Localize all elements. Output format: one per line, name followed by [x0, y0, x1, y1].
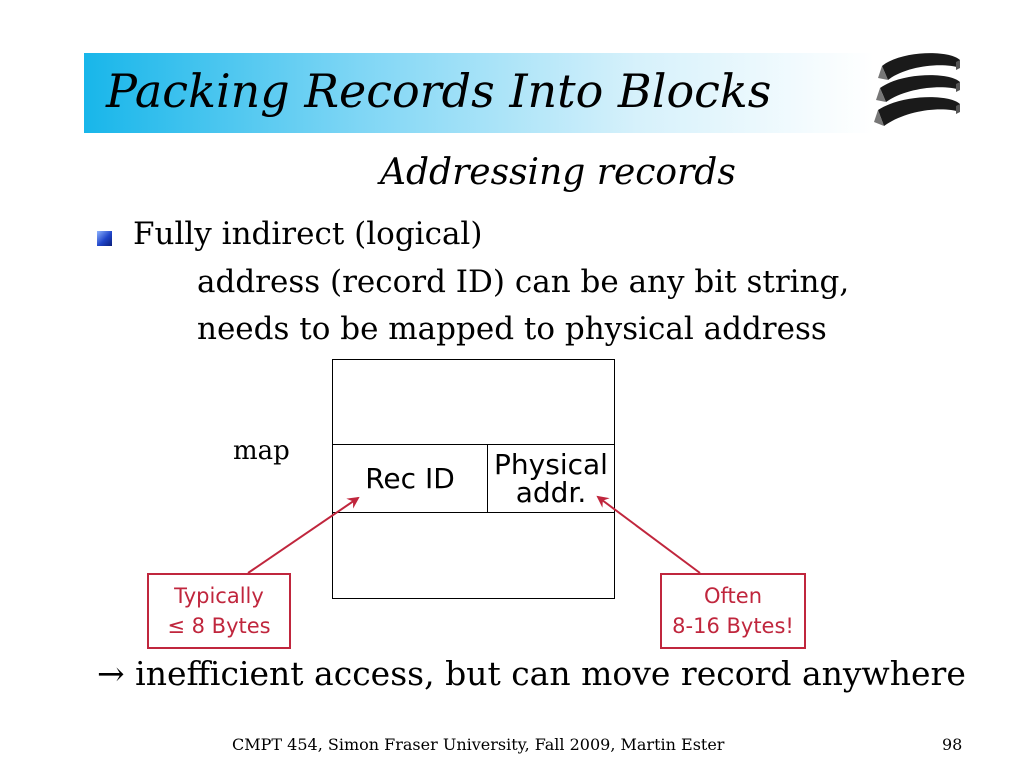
bullet-square-icon [97, 231, 112, 246]
slide-subtitle: Addressing records [380, 152, 736, 193]
map-table-bottom-cell [332, 512, 615, 599]
rec-id-label: Rec ID [365, 462, 455, 495]
bullet-detail-line-2: needs to be mapped to physical address [197, 311, 827, 347]
map-table-top-cell [332, 359, 615, 445]
stacked-disks-logo-icon [874, 53, 960, 126]
map-table-physical-addr-cell: Physical addr. [487, 444, 615, 513]
physical-addr-label-line-1: Physical [494, 447, 608, 481]
bullet-detail-line-1: address (record ID) can be any bit strin… [197, 264, 850, 300]
title-bar [84, 53, 874, 133]
callout-right-line-1: Often [703, 584, 763, 608]
bullet-heading: Fully indirect (logical) [133, 216, 483, 252]
physical-addr-label-line-2: addr. [515, 475, 587, 509]
map-label: map [233, 436, 290, 466]
callout-physical-addr-size: Often 8-16 Bytes! [660, 573, 806, 649]
slide-footer: CMPT 454, Simon Fraser University, Fall … [232, 735, 725, 754]
callout-rec-id-size: Typically ≤ 8 Bytes [147, 573, 291, 649]
conclusion-text: → inefficient access, but can move recor… [97, 654, 966, 693]
page-number: 98 [942, 735, 963, 754]
callout-left-line-1: Typically [174, 584, 264, 608]
callout-right-line-2: 8-16 Bytes! [672, 614, 794, 638]
slide-title: Packing Records Into Blocks [106, 64, 772, 118]
callout-left-line-2: ≤ 8 Bytes [167, 614, 271, 638]
map-table-rec-id-cell: Rec ID [332, 444, 488, 513]
